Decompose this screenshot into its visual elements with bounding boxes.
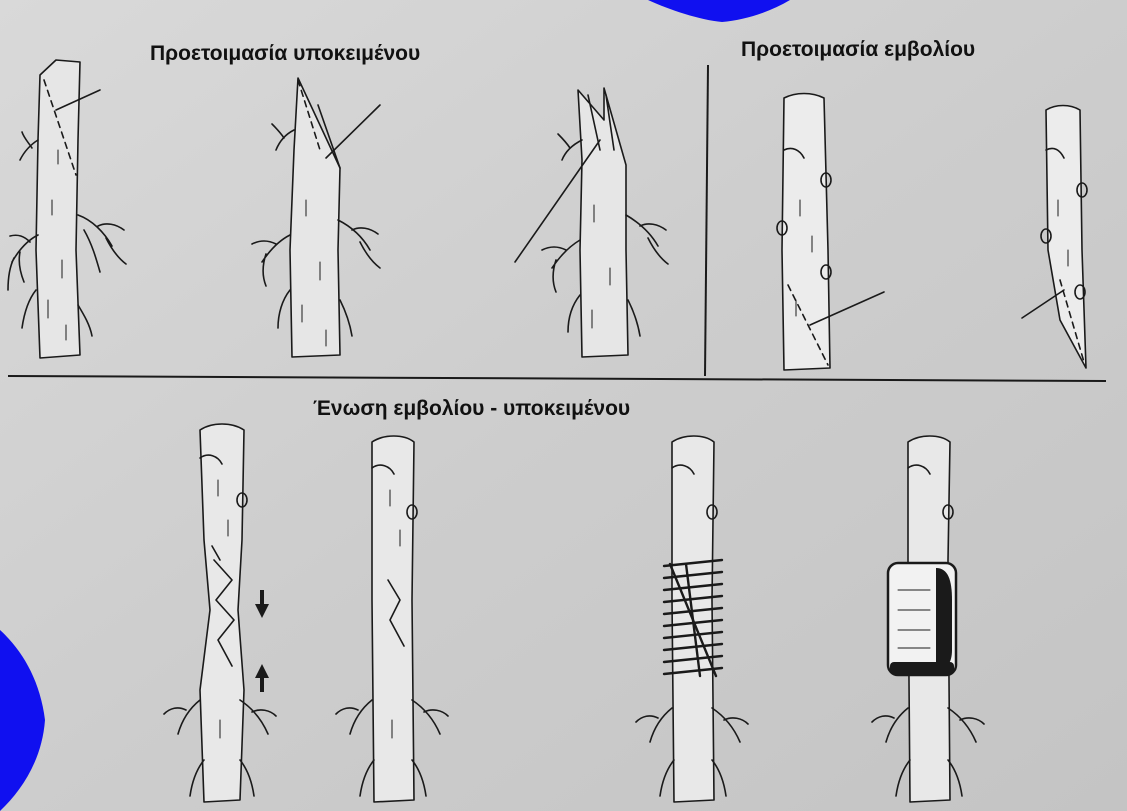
title-scion-rootstock-union: Ένωση εμβολίου - υποκειμένου: [313, 397, 630, 421]
title-rootstock-preparation: Προετοιμασία υποκειμένου: [150, 42, 420, 66]
title-scion-preparation: Προετοιμασία εμβολίου: [741, 38, 975, 62]
